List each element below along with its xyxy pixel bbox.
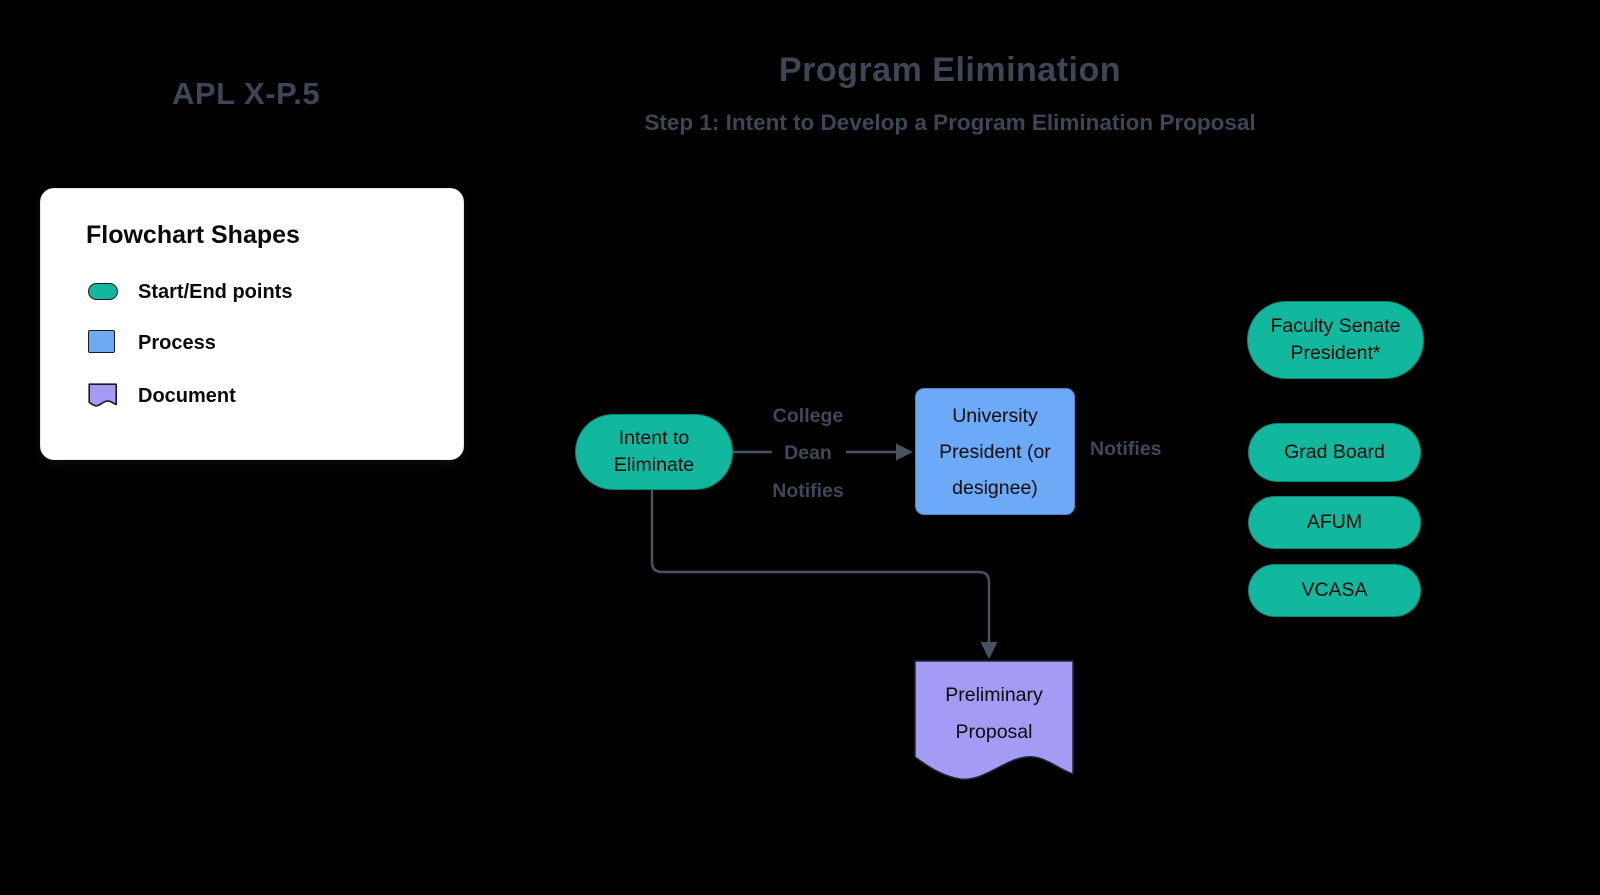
node-preliminary-proposal-label: Preliminary Proposal <box>945 684 1043 743</box>
document-node-shape <box>914 660 1074 780</box>
legend-title: Flowchart Shapes <box>86 221 300 249</box>
document-shape-icon <box>88 383 117 407</box>
arrowhead-right-icon <box>896 443 913 461</box>
header: Program Elimination Step 1: Intent to De… <box>500 50 1400 138</box>
legend-item-label: Process <box>138 332 216 354</box>
page-subtitle: Step 1: Intent to Develop a Program Elim… <box>644 110 1256 135</box>
process-shape-icon <box>88 330 115 353</box>
legend-item-label: Document <box>138 385 236 407</box>
edge-intent-to-preliminary <box>650 490 991 642</box>
node-intent-to-eliminate: Intent to Eliminate <box>575 414 733 490</box>
legend-item-label: Start/End points <box>138 281 293 303</box>
edge-label-notifies: Notifies <box>1090 438 1162 460</box>
start-end-shape-icon <box>88 283 118 300</box>
policy-code: APL X-P.5 <box>172 76 321 111</box>
legend-card: Flowchart Shapes Start/End points Proces… <box>40 188 464 460</box>
node-grad-board: Grad Board <box>1248 423 1421 482</box>
node-afum: AFUM <box>1248 496 1421 549</box>
page-title: Program Elimination <box>779 51 1121 89</box>
arrowhead-down-icon <box>980 642 998 659</box>
node-vcasa: VCASA <box>1248 564 1421 617</box>
node-faculty-senate-president: Faculty Senate President* <box>1247 301 1424 379</box>
node-university-president: University President (or designee) <box>915 388 1075 515</box>
edge-label-college-dean-notifies: College Dean Notifies <box>772 405 844 502</box>
